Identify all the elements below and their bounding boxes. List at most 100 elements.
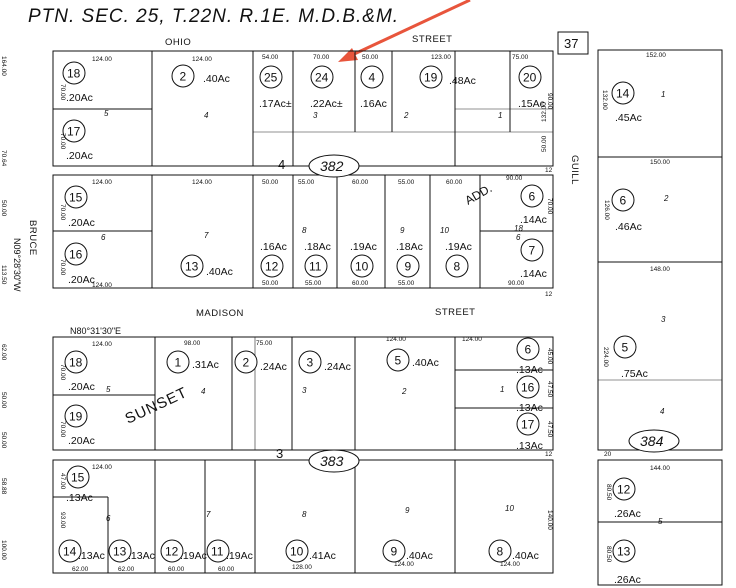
- parcel-acreage: .19Ac: [445, 241, 472, 253]
- parcel-marker[interactable]: 20.15Ac: [518, 65, 545, 110]
- lot-label: 4: [204, 111, 209, 120]
- lot-label: 1: [498, 111, 502, 120]
- parcel-acreage: .22Ac±: [310, 98, 343, 110]
- dimension-label: 224.00: [602, 347, 609, 367]
- parcel-circle: [488, 539, 512, 563]
- parcel-number: 18: [67, 67, 81, 81]
- parcel-marker[interactable]: 3.24Ac: [298, 350, 351, 374]
- dimension-label: 50.00: [362, 54, 379, 61]
- page-number-box: [557, 31, 589, 55]
- dimension-label: 45.00: [546, 348, 553, 365]
- parcel-marker[interactable]: 2.40Ac: [171, 64, 230, 88]
- lot-label: 6: [106, 514, 111, 523]
- parcel-circle: [64, 185, 88, 209]
- parcel-number: 12: [265, 260, 279, 274]
- parcel-marker[interactable]: 6.13Ac: [516, 337, 543, 376]
- dimension-label: 62.00: [72, 566, 89, 573]
- parcel-marker[interactable]: 13.13Ac: [108, 539, 155, 563]
- parcel-marker[interactable]: 14.45Ac: [611, 81, 642, 124]
- parcel-marker[interactable]: 9.18Ac: [396, 241, 423, 278]
- parcel-number: 25: [264, 71, 278, 85]
- parcel-marker[interactable]: 5.75Ac: [613, 335, 648, 380]
- dimension-label: 80.50: [605, 484, 612, 501]
- parcel-number: 18: [69, 356, 83, 370]
- dimension-label: 60.00: [218, 566, 235, 573]
- dimension-label: 75.00: [512, 54, 529, 61]
- parcel-marker[interactable]: 18.20Ac: [64, 350, 95, 393]
- parcel-number: 17: [67, 125, 81, 139]
- street-label-street-mid: STREET: [435, 307, 475, 318]
- parcel-marker[interactable]: 5.40Ac: [386, 348, 439, 372]
- parcel-circle: [520, 184, 544, 208]
- parcel-marker[interactable]: 19.20Ac: [64, 404, 95, 447]
- parcel-acreage: .75Ac: [621, 368, 648, 380]
- dimension-label: 70.00: [59, 421, 66, 438]
- edge-mark: 12: [545, 167, 553, 174]
- parcel-marker[interactable]: 10.19Ac: [350, 241, 377, 278]
- parcel-marker[interactable]: 8.19Ac: [445, 241, 472, 278]
- parcel-marker[interactable]: 8.40Ac: [488, 539, 539, 563]
- parcel-circle: [160, 539, 184, 563]
- parcel-acreage: .40Ac: [406, 550, 433, 562]
- dimension-label: 55.00: [398, 179, 415, 186]
- parcel-number: 10: [290, 545, 304, 559]
- parcel-marker[interactable]: 19.48Ac: [419, 65, 476, 89]
- parcel-acreage: .16Ac: [360, 98, 387, 110]
- dimension-label: 140.00: [546, 510, 553, 530]
- parcel-acreage: .17Ac±: [259, 98, 292, 110]
- parcel-marker[interactable]: 14.13Ac: [58, 539, 105, 563]
- parcel-number: 13: [185, 260, 199, 274]
- parcel-marker[interactable]: 1.31Ac: [166, 350, 219, 374]
- parcel-acreage: .20Ac: [66, 92, 93, 104]
- parcel-marker[interactable]: 11.18Ac: [304, 241, 331, 278]
- dimension-label: 124.00: [394, 561, 414, 568]
- edge-mark: 12: [545, 451, 553, 458]
- lot-label: 10: [440, 226, 449, 235]
- parcel-marker[interactable]: 17.13Ac: [516, 412, 543, 452]
- lot-label: 8: [302, 510, 307, 519]
- parcel-acreage: .13Ac: [128, 550, 155, 562]
- parcel-marker[interactable]: 15.20Ac: [64, 185, 95, 229]
- parcel-number: 6: [525, 343, 532, 357]
- parcel-marker[interactable]: 12.26Ac: [612, 477, 641, 520]
- dimension-label: 124.00: [92, 341, 112, 348]
- parcel-acreage: .14Ac: [520, 268, 547, 280]
- parcel-marker[interactable]: 16.13Ac: [516, 375, 543, 414]
- parcel-marker[interactable]: 4.16Ac: [360, 65, 387, 110]
- parcel-marker[interactable]: 13.40Ac: [180, 254, 233, 278]
- parcel-marker[interactable]: 2.24Ac: [234, 350, 287, 374]
- parcel-acreage: .18Ac: [396, 241, 423, 253]
- block-number: 383: [320, 453, 344, 469]
- street-label-bruce: BRUCE: [27, 220, 38, 256]
- parcel-circle: [298, 350, 322, 374]
- parcel-marker[interactable]: 18 .20Ac: [62, 61, 93, 104]
- parcel-marker[interactable]: 6.46Ac: [611, 188, 642, 233]
- parcel-marker[interactable]: 25 .17Ac±: [259, 65, 292, 110]
- parcel-marker[interactable]: 10.41Ac: [285, 539, 336, 563]
- parcel-circle: [516, 412, 540, 436]
- dimension-label: 70.64: [0, 150, 7, 167]
- parcel-marker[interactable]: 17.20Ac: [62, 119, 93, 162]
- parcel-marker[interactable]: 6.14Ac: [520, 184, 547, 226]
- parcel-marker[interactable]: 11.19Ac: [206, 539, 253, 563]
- parcel-marker[interactable]: 12 .16Ac: [260, 241, 287, 278]
- parcel-acreage: .24Ac: [324, 361, 351, 373]
- parcel-acreage: .40Ac: [512, 550, 539, 562]
- dimension-label: 164.00: [0, 56, 7, 76]
- block-382-north: [52, 50, 554, 167]
- page-number: 37: [564, 36, 578, 51]
- dimension-label: 152.00: [646, 52, 666, 59]
- parcel-acreage: .16Ac: [260, 241, 287, 253]
- parcel-marker[interactable]: 13.26Ac: [612, 539, 641, 586]
- parcel-marker[interactable]: 15.13Ac: [66, 465, 93, 504]
- parcel-number: 12: [165, 545, 179, 559]
- dimension-label: 90.00: [546, 93, 553, 110]
- dimension-label: 62.00: [0, 344, 7, 361]
- parcel-marker[interactable]: 12.19Ac: [160, 539, 207, 563]
- parcel-marker[interactable]: 7.14Ac: [520, 238, 547, 280]
- parcel-marker[interactable]: 24.22Ac±: [310, 65, 343, 110]
- parcel-marker[interactable]: 9.40Ac: [382, 539, 433, 563]
- lot-label: 2: [403, 111, 409, 120]
- parcel-marker[interactable]: 16.20Ac: [64, 242, 95, 286]
